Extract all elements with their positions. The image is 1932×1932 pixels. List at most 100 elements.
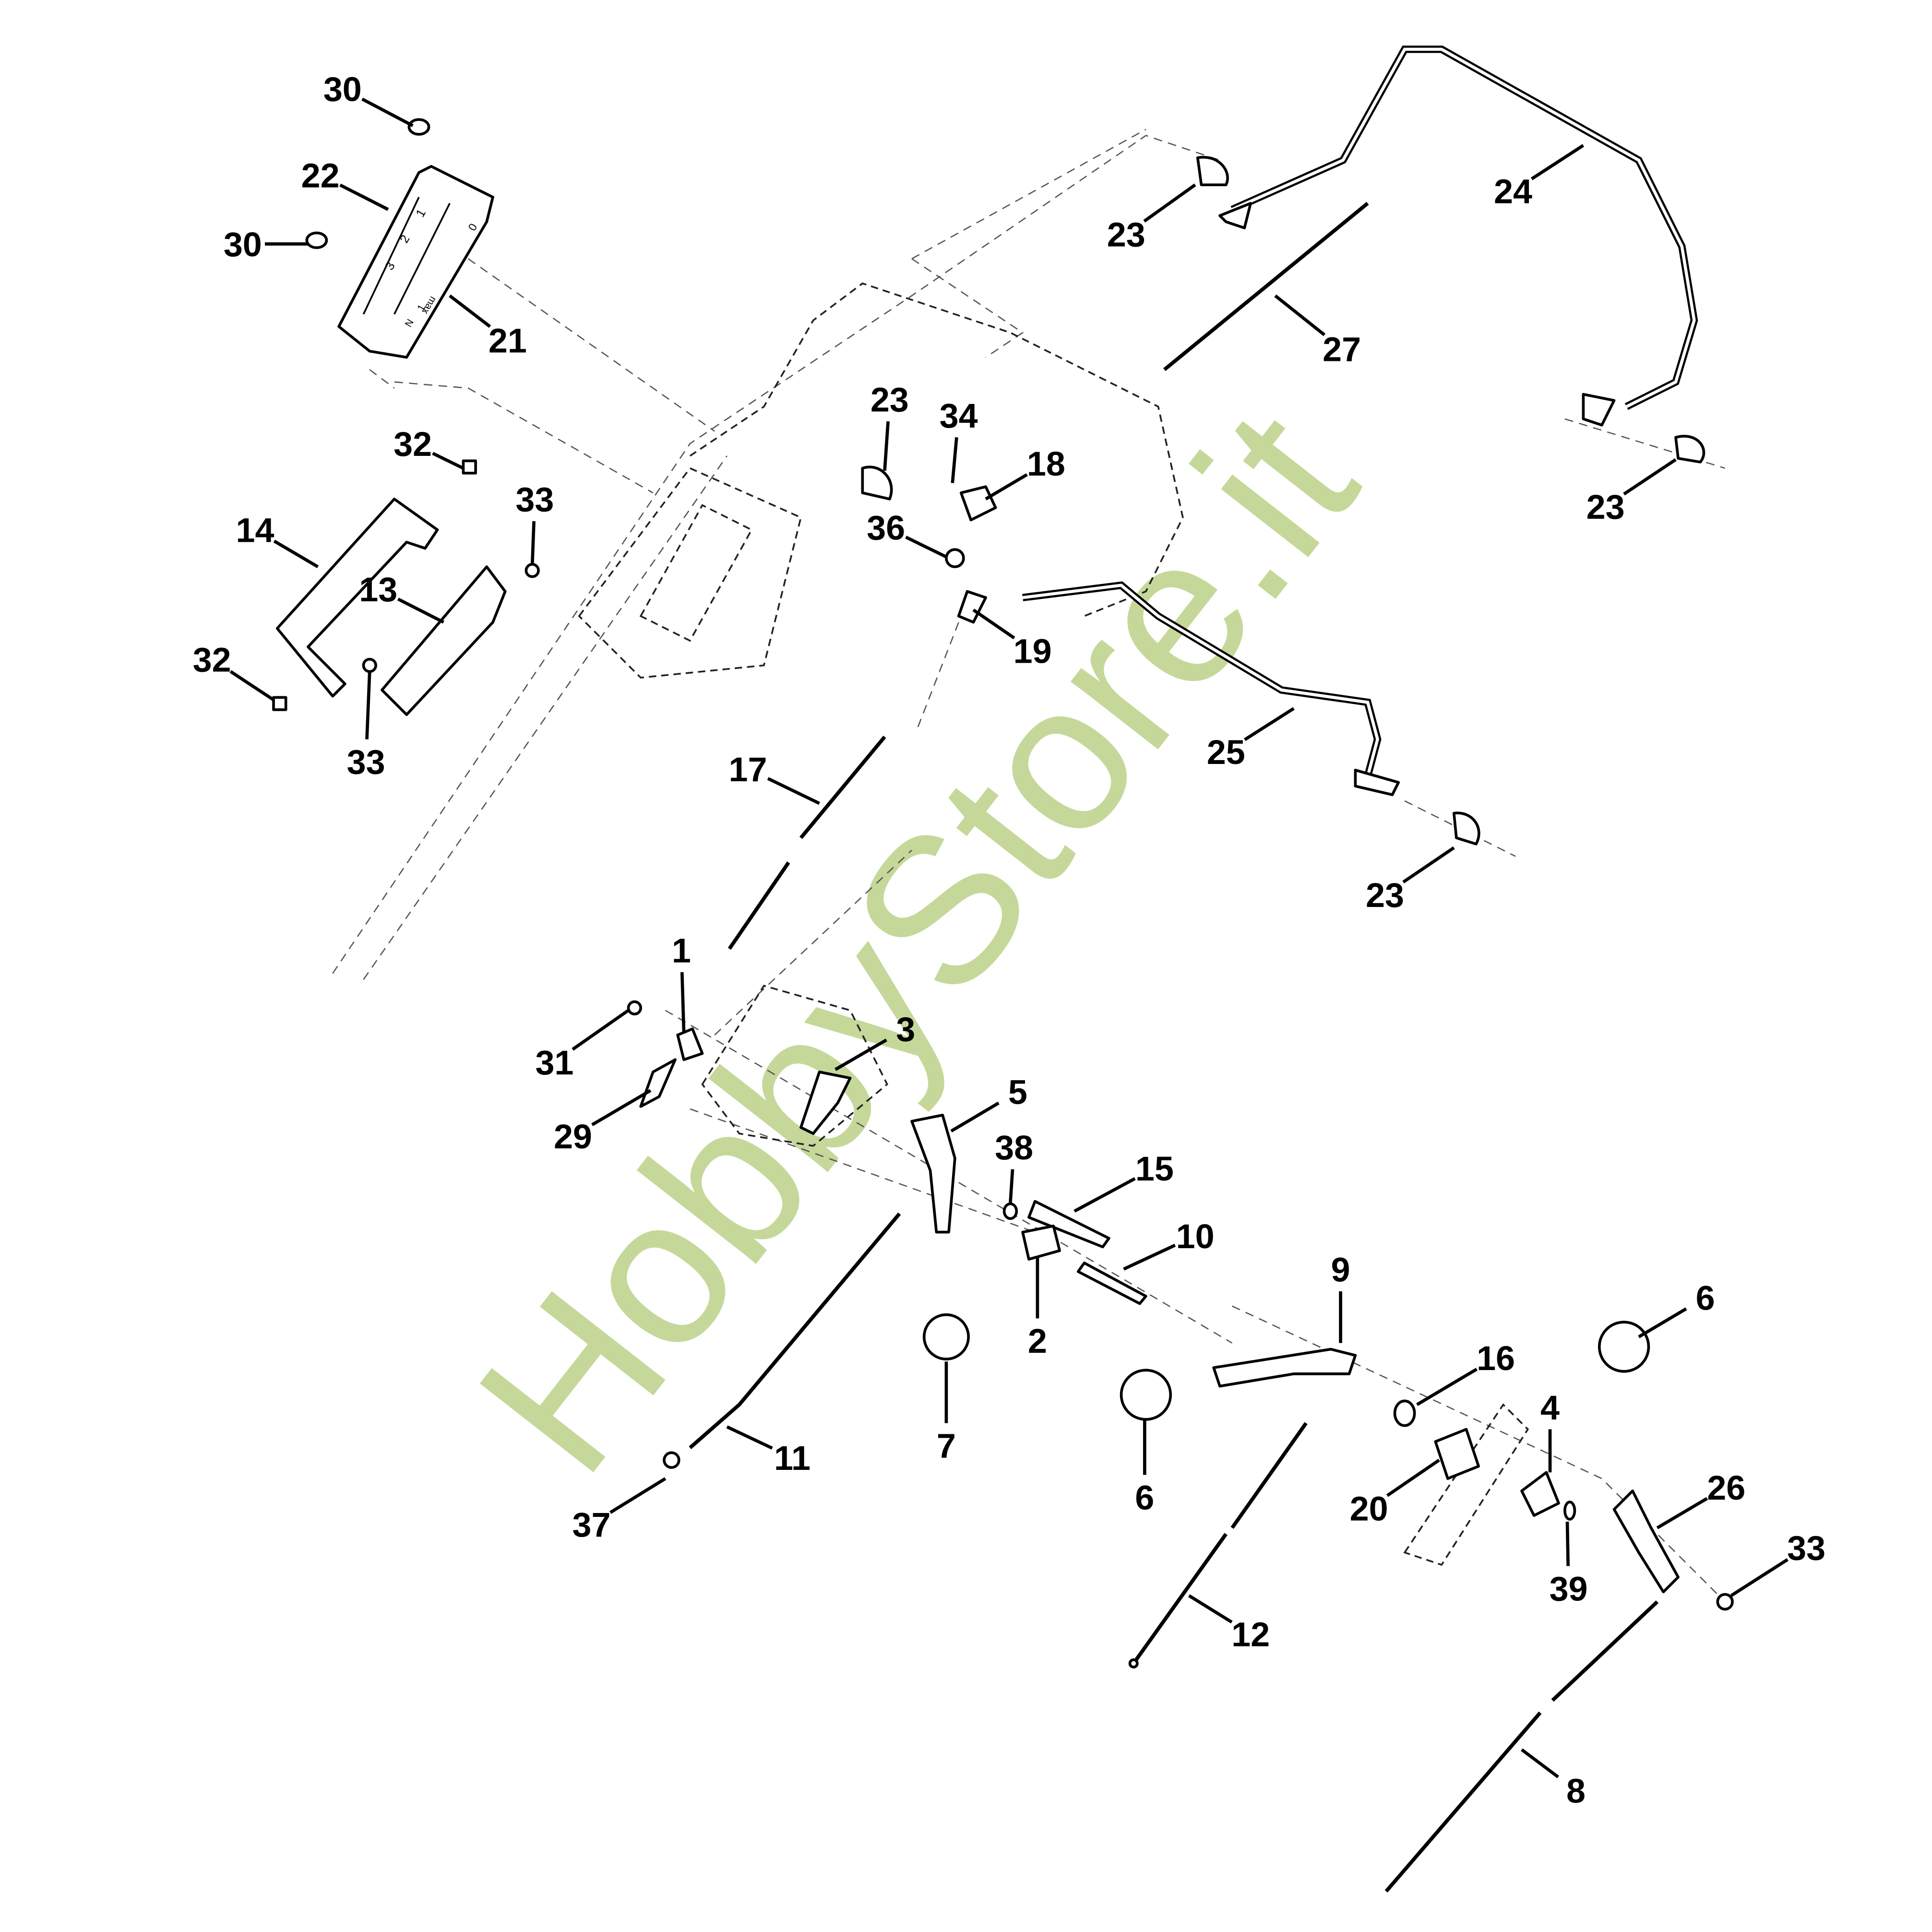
callout-37: 37 [572,1477,667,1544]
callout-38: 38 [995,1129,1033,1203]
callout-13: 13 [359,571,444,624]
callout-9: 9 [1331,1251,1350,1343]
callout-number: 4 [1540,1389,1560,1427]
callout-24: 24 [1494,144,1585,211]
leader-line [397,597,444,624]
callout-number: 25 [1207,733,1245,772]
leader-line [1638,1307,1687,1338]
leader-line [1009,1169,1014,1203]
callout-number: 37 [572,1506,610,1544]
callout-number: 15 [1135,1150,1174,1188]
callout-number: 5 [1008,1073,1027,1112]
callout-16: 16 [1416,1339,1515,1406]
callout-20: 20 [1350,1458,1440,1528]
callout-25: 25 [1207,707,1295,772]
leader-line [1243,707,1295,741]
callout-11: 11 [726,1425,811,1478]
callout-number: 13 [359,571,397,609]
leader-line [1656,1497,1708,1529]
callout-number: 38 [995,1129,1033,1167]
callout-27: 27 [1274,294,1361,369]
callout-23: 23 [1586,458,1677,526]
leader-line [767,777,820,805]
leader-line [680,972,686,1033]
callout-number: 8 [1566,1772,1586,1810]
callout-6: 6 [1135,1419,1154,1517]
callout-29: 29 [554,1089,652,1156]
callout-32: 32 [394,425,464,470]
lever-mechanism [627,1000,1734,1611]
callout-number: 14 [236,512,274,550]
leader-line [530,521,536,565]
callout-26: 26 [1656,1469,1745,1529]
leader-line [1416,1368,1478,1406]
leader-line [572,1009,630,1051]
callout-30: 30 [323,71,414,127]
callout-number: 10 [1176,1217,1215,1256]
callout-number: 21 [489,322,527,360]
callout-number: 6 [1696,1279,1715,1317]
leader-line [1565,1521,1570,1566]
callout-number: 34 [940,397,978,435]
callout-36: 36 [867,509,947,559]
leader-line [339,183,389,211]
leader-line [591,1089,652,1126]
leader-line [1386,1458,1440,1497]
callout-5: 5 [950,1073,1027,1133]
callout-32: 32 [193,641,274,702]
callout-31: 31 [535,1009,630,1082]
callout-number: 18 [1027,445,1065,483]
callout-number: 22 [301,156,340,195]
callout-number: 33 [1787,1529,1825,1568]
callout-6: 6 [1638,1279,1715,1338]
callout-number: 23 [1586,488,1625,526]
callout-number: 33 [347,743,385,781]
callout-number: 31 [535,1044,573,1082]
leader-line [726,1425,773,1450]
cables [689,735,1659,1893]
callout-number: 17 [729,751,767,789]
callout-14: 14 [236,512,319,568]
leader-line [835,1038,887,1071]
callout-23: 23 [1366,846,1455,915]
leader-line [365,671,371,739]
leader-line [1188,1594,1233,1624]
callout-18: 18 [985,445,1065,501]
callout-12: 12 [1188,1594,1270,1654]
callout-4: 4 [1540,1389,1560,1473]
watermark: HobbyStore.it [434,369,1401,1514]
callout-10: 10 [1123,1217,1215,1271]
leader-line [950,1101,1000,1133]
leader-line [1274,294,1326,336]
leader-line [432,452,464,470]
leader-line [972,608,1015,640]
callout-39: 39 [1550,1521,1588,1608]
callout-23: 23 [1107,183,1196,254]
callout-number: 6 [1135,1479,1154,1517]
callout-21: 21 [449,294,527,360]
callout-33: 33 [515,481,554,565]
callout-34: 34 [940,397,978,483]
callout-number: 20 [1350,1490,1388,1528]
callout-number: 12 [1231,1615,1270,1654]
callout-number: 33 [515,481,554,519]
callout-number: 23 [871,381,909,419]
leader-line [883,421,890,471]
callout-7: 7 [937,1361,956,1465]
callout-2: 2 [1028,1256,1047,1360]
brackets [272,459,540,716]
callout-number: 7 [937,1427,956,1465]
callout-number: 27 [1323,330,1361,369]
leader-line [609,1477,667,1514]
callout-22: 22 [301,156,389,211]
callout-number: 2 [1028,1322,1047,1360]
leader-line [1520,1748,1559,1778]
callout-number: 11 [774,1439,811,1478]
callout-number: 36 [867,509,905,548]
callout-number: 30 [224,226,262,264]
leader-line [1402,846,1455,883]
leader-line [1530,144,1585,180]
leader-line [951,437,958,483]
